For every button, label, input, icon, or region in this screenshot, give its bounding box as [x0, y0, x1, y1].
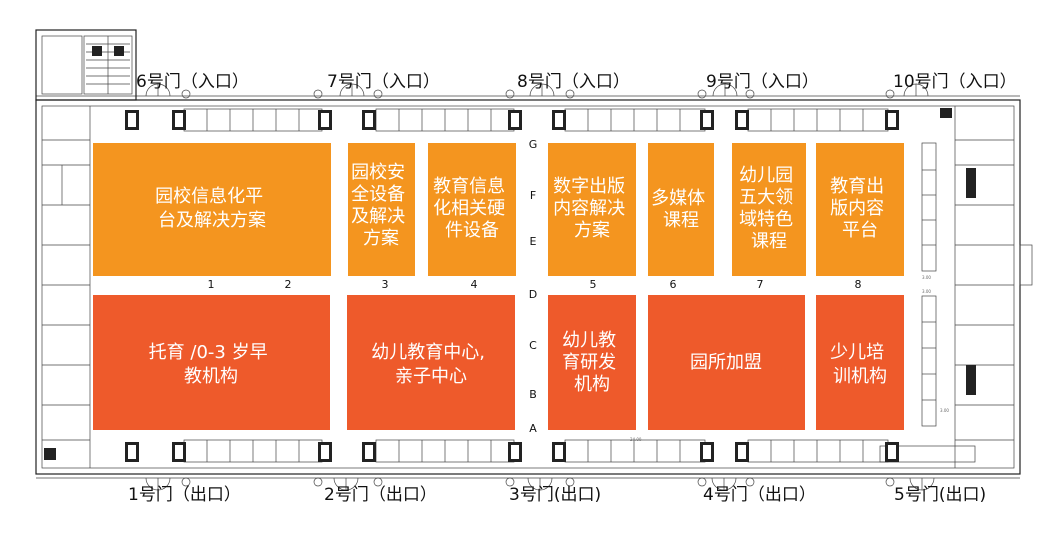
booth-bottom-1-label: 托育 /0-3 岁早 教机构 [149, 342, 274, 387]
column-marker-4: 4 [471, 278, 478, 291]
booth-top-6 [732, 143, 806, 276]
top-booths [93, 143, 904, 276]
door-swings [145, 83, 935, 491]
booth-bottom-3-label: 幼儿教 育研发 机构 [562, 330, 622, 395]
entrance-7-label: 7号门（入口） [327, 72, 440, 92]
hall-walls [35, 29, 1033, 479]
booth-top-5-label: 多媒体 课程 [651, 188, 711, 231]
column-markers: 1 2 3 4 5 6 7 8 [208, 278, 862, 291]
row-marker-f: F [530, 189, 536, 202]
entrance-labels: 6号门（入口） 7号门（入口） 8号门（入口） 9号门（入口） 10号门（入口） [136, 72, 1017, 92]
booth-top-7-label: 教育出 版内容 平台 [830, 176, 890, 241]
dimension-24-00: 24.00 [630, 437, 642, 442]
booth-top-2 [348, 143, 415, 276]
bottom-booth-labels: 托育 /0-3 岁早 教机构 幼儿教育中心, 亲子中心 幼儿教 育研发 机构 园… [149, 330, 890, 395]
bottom-booths [93, 295, 904, 430]
exit-4-label: 4号门（出口） [703, 485, 816, 505]
booth-top-1-label: 园校信息化平 台及解决方案 [155, 186, 269, 231]
column-marker-3: 3 [382, 278, 389, 291]
top-booth-labels: 园校信息化平 台及解决方案 园校安 全设备 及解决 方案 教育信息 化相关硬 件… [155, 162, 890, 252]
column-marker-8: 8 [855, 278, 862, 291]
exit-5-label: 5号门(出口) [894, 485, 986, 505]
exit-3-label: 3号门(出口) [509, 485, 601, 505]
booth-bottom-4 [648, 295, 805, 430]
dimension-3-00-mid: 3.00 [922, 289, 931, 294]
booth-top-7 [816, 143, 904, 276]
booth-top-1 [93, 143, 331, 276]
column-marker-5: 5 [590, 278, 597, 291]
booth-top-4 [548, 143, 636, 276]
row-marker-b: B [529, 388, 537, 401]
column-marker-1: 1 [208, 278, 215, 291]
booth-top-5 [648, 143, 714, 276]
booth-top-6-label: 幼儿园 五大领 域特色 课程 [739, 165, 799, 252]
booth-bottom-5 [816, 295, 904, 430]
booth-bottom-2 [347, 295, 515, 430]
row-markers: G F E D C B A [529, 138, 538, 435]
booth-bottom-2-label: 幼儿教育中心, 亲子中心 [371, 342, 490, 387]
entrance-8-label: 8号门（入口） [517, 72, 630, 92]
dimension-3-00-bottom: 3.00 [940, 408, 949, 413]
booth-top-4-label: 数字出版 内容解决 方案 [553, 176, 631, 241]
entrance-6-label: 6号门（入口） [136, 72, 249, 92]
booth-top-3 [428, 143, 516, 276]
bottom-corridor [183, 439, 976, 463]
exit-labels: 1号门（出口） 2号门（出口） 3号门(出口) 4号门（出口） 5号门(出口) [128, 485, 986, 505]
column-marker-2: 2 [285, 278, 292, 291]
row-marker-a: A [529, 422, 537, 435]
pillar-inner [128, 113, 896, 459]
dimension-3-00-top: 3.00 [922, 275, 931, 280]
top-corridor [183, 108, 889, 132]
entrance-10-label: 10号门（入口） [893, 72, 1017, 92]
bollards [181, 89, 895, 487]
row-marker-d: D [529, 288, 537, 301]
column-marker-7: 7 [757, 278, 764, 291]
booth-bottom-1 [93, 295, 330, 430]
booth-bottom-5-label: 少儿培 训机构 [830, 342, 890, 387]
booth-top-2-label: 园校安 全设备 及解决 方案 [351, 162, 411, 249]
row-marker-g: G [529, 138, 538, 151]
entrance-9-label: 9号门（入口） [706, 72, 819, 92]
booth-top-3-label: 教育信息 化相关硬 件设备 [433, 176, 511, 241]
row-marker-c: C [529, 339, 537, 352]
dimension-tags: 3.00 3.00 3.00 24.00 [630, 275, 949, 442]
row-marker-e: E [530, 235, 537, 248]
exit-2-label: 2号门（出口） [324, 485, 437, 505]
column-marker-6: 6 [670, 278, 677, 291]
exit-1-label: 1号门（出口） [128, 485, 241, 505]
booth-bottom-4-label: 园所加盟 [690, 352, 762, 373]
booth-bottom-3 [548, 295, 636, 430]
